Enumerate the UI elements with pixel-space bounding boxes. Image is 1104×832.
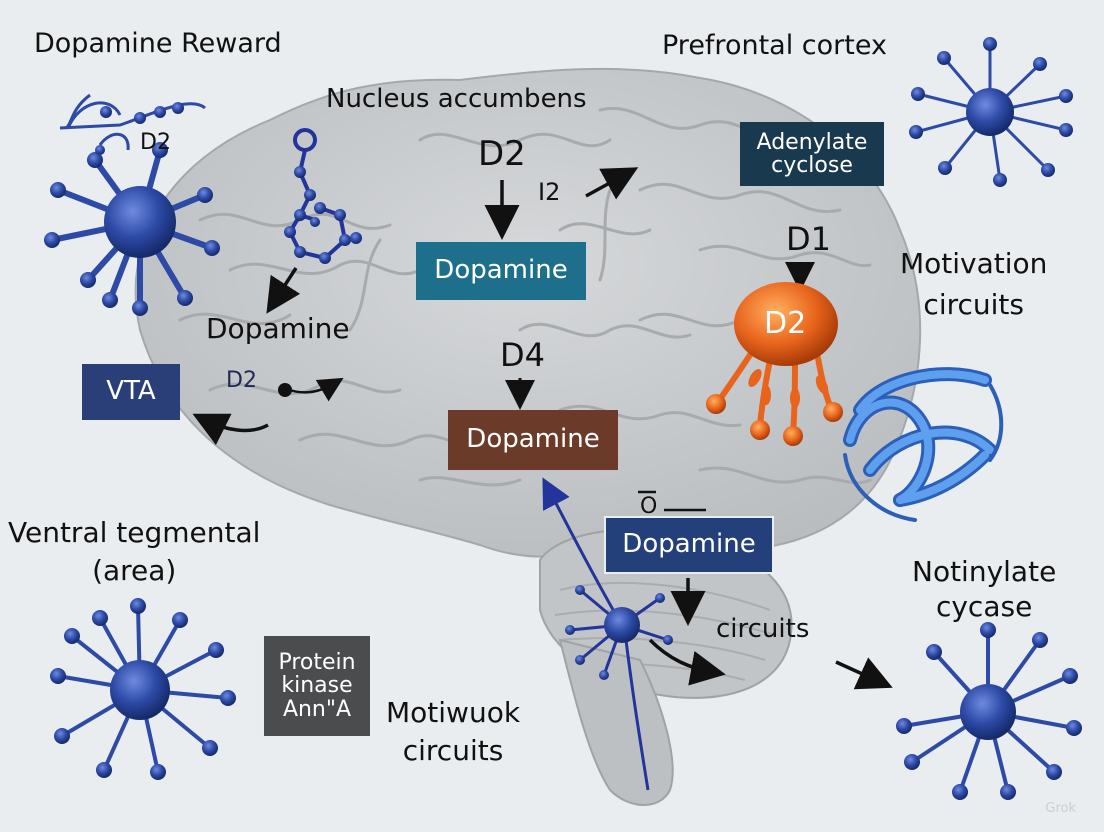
- label-nucleus-accumbens: Nucleus accumbens: [326, 84, 587, 114]
- neuron-center-bottom-icon: [542, 477, 673, 791]
- box-adenylate-line1: Adenylate: [756, 129, 868, 155]
- box-protein-kinase: Protein kinase Ann"A: [262, 634, 372, 738]
- arrow-cerebellum-right: [648, 638, 726, 686]
- box-adenylate-line2: cyclose: [771, 153, 853, 178]
- receptor-d2-orange: D2: [764, 306, 807, 341]
- arrow-i2-right: [585, 167, 639, 200]
- label-motiwuok-line2: circuits: [402, 733, 504, 767]
- receptor-d2-nucleus: D2: [478, 134, 526, 174]
- watermark-grok: Grok: [1045, 801, 1076, 816]
- box-vta: VTA: [82, 364, 180, 420]
- box-protein-line2: kinase: [281, 673, 353, 699]
- label-motivation-circuits: Motivation circuits: [900, 244, 1047, 325]
- receptor-d1-right: D1: [786, 220, 831, 258]
- label-motivation-line1: Motivation: [900, 247, 1048, 280]
- label-dopamine-upper-left: Dopamine: [206, 312, 350, 345]
- label-notinylate-cycase: Notinylate cycase: [912, 554, 1056, 624]
- receptor-i2-nucleus: I2: [538, 178, 561, 206]
- box-dopamine-brown: Dopamine: [448, 410, 618, 470]
- neuron-bottom-left-icon: [50, 598, 236, 780]
- label-circuits-lower: circuits: [716, 614, 810, 644]
- label-ventral-line1: Ventral tegmental: [8, 516, 261, 549]
- label-prefrontal-cortex: Prefrontal cortex: [662, 30, 887, 61]
- arrow-to-vta: [192, 413, 269, 446]
- arrow-to-bottom-right-neuron: [835, 657, 893, 690]
- d2-synapse-icon: [278, 377, 344, 402]
- protein-ribbon-icon: [843, 367, 1004, 522]
- neuron-top-left-icon: [44, 93, 220, 316]
- brain-illustration: [134, 67, 922, 806]
- label-notinylate-line1: Notinylate: [912, 555, 1057, 588]
- box-adenylate-cyclose: Adenylate cyclose: [740, 122, 884, 186]
- box-dopamine-teal: Dopamine: [416, 242, 586, 300]
- dopamine-molecule-icon: [284, 128, 362, 264]
- o-mark-line: [638, 490, 706, 512]
- receptor-o-mark: O: [640, 494, 658, 519]
- label-ventral-line2: (area): [92, 553, 177, 587]
- box-protein-line1: Protein: [278, 650, 356, 676]
- receptor-d2-vta: D2: [226, 368, 257, 393]
- label-motiwuok-line1: Motiwuok: [386, 696, 521, 729]
- receptor-d4-center: D4: [500, 336, 545, 374]
- box-dopamine-navy: Dopamine: [604, 516, 774, 574]
- label-notinylate-line2: cycase: [935, 590, 1033, 623]
- diagram-title: Dopamine Reward: [34, 28, 282, 59]
- label-ventral-tegmental-area: Ventral tegmental (area): [8, 514, 260, 590]
- label-motivation-line2: circuits: [923, 287, 1024, 321]
- d2-receptor-orange-icon: [706, 282, 843, 446]
- receptor-d2-top-left: D2: [140, 130, 171, 155]
- neuron-bottom-right-icon: [896, 622, 1082, 800]
- neuron-top-right-icon: [909, 37, 1073, 187]
- label-motiwuok-circuits: Motiwuok circuits: [386, 694, 520, 770]
- box-protein-line3: Ann"A: [282, 696, 352, 722]
- arrow-molecule-to-dopamine: [266, 267, 301, 314]
